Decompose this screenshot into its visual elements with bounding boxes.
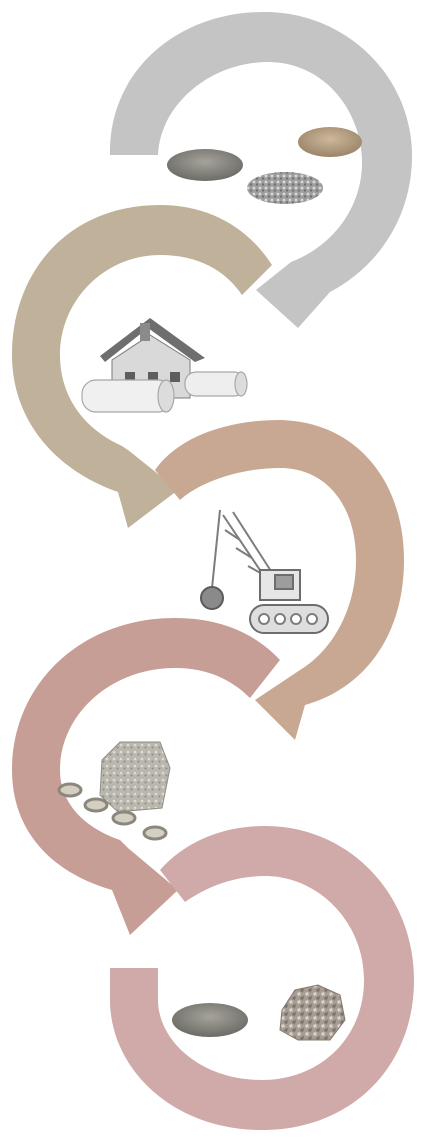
cycle-arrow-1 [110, 12, 412, 328]
fine-aggregate-pile-icon [172, 1003, 248, 1037]
stage-recycling-processing [12, 618, 280, 935]
sand-pile-icon [298, 127, 362, 157]
stage-demolition [155, 420, 404, 740]
concrete-block-icon [100, 742, 170, 812]
stage-raw-materials [110, 12, 412, 328]
demolition-crane-icon [201, 510, 328, 633]
gravel-pile-icon [247, 172, 323, 204]
stage-design [12, 205, 272, 528]
aggregate-pile-icon [167, 149, 243, 181]
crushed-concrete-icon [280, 985, 345, 1040]
